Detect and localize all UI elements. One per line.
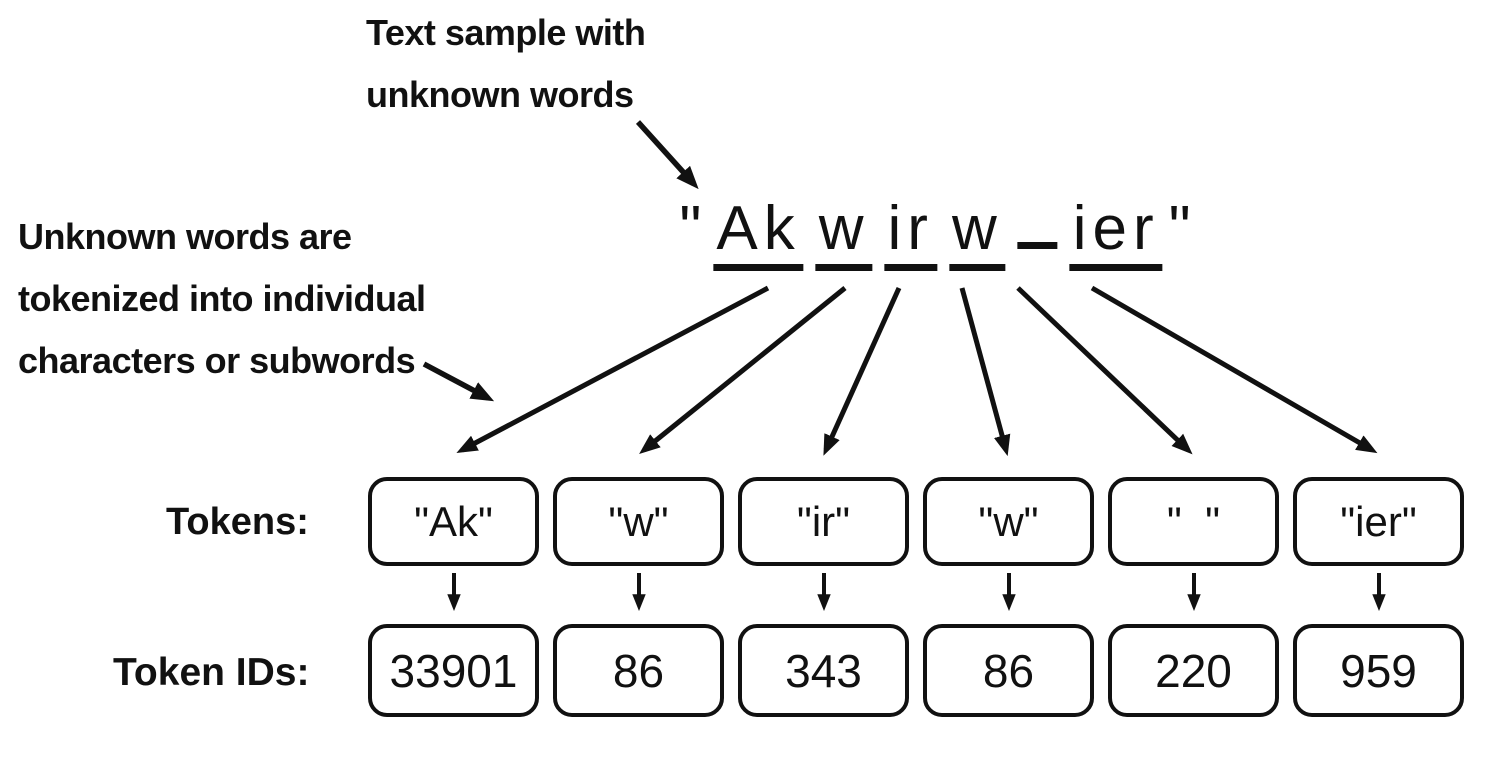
token-id-box-4: 86 [923,624,1094,717]
arrow-segment-to-token-5 [1016,286,1193,455]
token-box-5: " " [1108,477,1279,566]
sample-segment-4: w [948,198,1006,271]
token-id-box-2: 86 [553,624,724,717]
token-box-6: "ier" [1293,477,1464,566]
token-id-box-3: 343 [738,624,909,717]
sample-segment-3: ir [884,198,937,271]
arrow-segment-to-token-3 [823,286,902,456]
token-box-1: "Ak" [368,477,539,566]
sample-segment-space [1017,238,1058,249]
close-quote: " [1168,194,1197,263]
annotation-unknown-words: Unknown words are tokenized into individ… [18,216,426,381]
sample-segment-2: w [815,198,873,271]
tokens-row-label: Tokens: [166,501,309,543]
token-box-2: "w" [553,477,724,566]
token-ids-row-label: Token IDs: [113,651,310,694]
arrow-segment-to-token-1 [456,285,770,453]
arrow-left-annotation [422,361,495,402]
arrow-top-annotation [635,120,699,190]
sample-segment-6: ier [1069,198,1163,271]
token-id-box-6: 959 [1293,624,1464,717]
token-box-4: "w" [923,477,1094,566]
token-id-box-1: 33901 [368,624,539,717]
token-id-box-5: 220 [1108,624,1279,717]
arrow-segment-to-token-2 [639,286,847,454]
token-box-3: "ir" [738,477,909,566]
sample-segment-1: Ak [713,198,804,271]
annotation-text-sample: Text sample with unknown words [366,12,646,115]
open-quote: " [679,194,708,263]
arrow-segment-to-token-4 [959,287,1011,457]
arrow-segment-to-token-6 [1090,285,1378,454]
